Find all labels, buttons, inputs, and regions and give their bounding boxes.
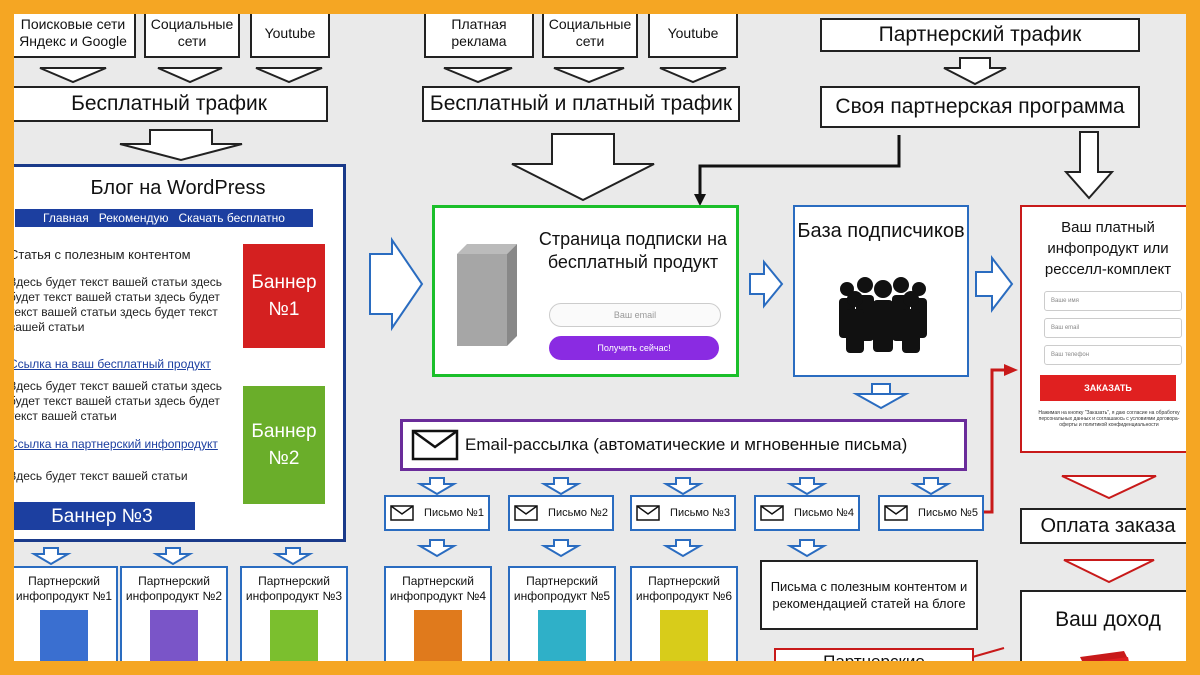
source-youtube-mid: Youtube xyxy=(648,14,738,58)
product-box-image xyxy=(457,244,517,346)
email-field[interactable]: Ваш email xyxy=(1044,318,1182,338)
link-free-product[interactable]: Ссылка на ваш бесплатный продукт xyxy=(14,357,211,371)
product-label: Партнерский инфопродукт №5 xyxy=(513,574,611,603)
source-youtube: Youtube xyxy=(250,14,330,58)
article-text-1: Здесь будет текст вашей статьи здесь буд… xyxy=(14,275,223,334)
right-arrow xyxy=(369,236,424,332)
down-arrow xyxy=(1063,131,1115,200)
article-text-3: Здесь будет текст вашей статьи xyxy=(14,469,188,483)
free-paid-traffic: Бесплатный и платный трафик xyxy=(422,86,740,122)
partner-product-4: Партнерский инфопродукт №4 xyxy=(384,566,492,661)
product-book-image xyxy=(150,610,198,661)
your-income: Ваш доход xyxy=(1020,590,1186,661)
letter-3-label: Письмо №3 xyxy=(670,507,730,519)
product-book-image xyxy=(660,610,708,661)
product-book-image xyxy=(414,610,462,661)
envelope-icon xyxy=(760,505,784,521)
blog-nav: Главная Рекомендую Скачать бесплатно xyxy=(15,209,313,227)
letter-5: Письмо №5 xyxy=(878,495,984,531)
nav-recommend[interactable]: Рекомендую xyxy=(98,211,169,225)
your-income-label: Ваш доход xyxy=(1055,608,1161,631)
link-partner-product[interactable]: Ссылка на партнерский инфопродукт xyxy=(14,437,218,451)
down-arrow xyxy=(39,67,107,84)
envelope-icon xyxy=(411,429,459,461)
partner-product-5: Партнерский инфопродукт №5 xyxy=(508,566,616,661)
letter-2-label: Письмо №2 xyxy=(548,507,608,519)
blog-panel: Блог на WordPress Главная Рекомендую Ска… xyxy=(14,164,346,542)
letter-4: Письмо №4 xyxy=(754,495,860,531)
down-arrow xyxy=(157,67,223,84)
product-label: Партнерский инфопродукт №4 xyxy=(389,574,487,603)
email-campaign-title: Email-рассылка (автоматические и мгновен… xyxy=(465,435,908,454)
down-arrow xyxy=(553,67,625,84)
source-social-mid: Социальные сети xyxy=(542,14,638,58)
get-now-button[interactable]: Получить сейчас! xyxy=(549,336,719,360)
partner-product-1: Партнерский инфопродукт №1 xyxy=(14,566,118,661)
paid-title: Ваш платный инфопродукт или ресселл-комп… xyxy=(1044,219,1172,278)
name-field[interactable]: Ваше имя xyxy=(1044,291,1182,311)
source-paid-ads: Платная реклама xyxy=(424,14,534,58)
partner-product-2: Партнерский инфопродукт №2 xyxy=(120,566,228,661)
envelope-icon xyxy=(636,505,660,521)
email-input[interactable]: Ваш email xyxy=(549,303,721,327)
partner-product-6: Партнерский инфопродукт №6 xyxy=(630,566,738,661)
big-down-arrow xyxy=(119,129,243,162)
banner-1[interactable]: Баннер №1 xyxy=(243,244,325,348)
down-arrow xyxy=(443,67,513,84)
order-button[interactable]: ЗАКАЗАТЬ xyxy=(1040,375,1176,401)
letter-1-label: Письмо №1 xyxy=(424,507,484,519)
subscribe-page: Страница подписки на бесплатный продукт … xyxy=(432,205,739,377)
nav-download[interactable]: Скачать бесплатно xyxy=(178,211,285,225)
phone-field[interactable]: Ваш телефон xyxy=(1044,345,1182,365)
base-title: База подписчиков xyxy=(797,220,965,242)
product-book-image xyxy=(538,610,586,661)
envelope-icon xyxy=(884,505,908,521)
product-label: Партнерский инфопродукт №6 xyxy=(635,574,733,603)
letter-2: Письмо №2 xyxy=(508,495,614,531)
product-label: Партнерский инфопродукт №1 xyxy=(15,574,113,603)
money-icon xyxy=(1080,651,1129,661)
banner-2[interactable]: Баннер №2 xyxy=(243,386,325,504)
right-arrow xyxy=(749,259,784,309)
right-arrow xyxy=(975,255,1014,313)
nav-home[interactable]: Главная xyxy=(43,211,89,225)
blog-title: Блог на WordPress xyxy=(90,177,266,199)
paid-product-page: Ваш платный инфопродукт или ресселл-комп… xyxy=(1020,205,1186,453)
legal-text: Нажимая на кнопку "Заказать", я даю согл… xyxy=(1038,410,1180,428)
own-partner-program: Своя партнерская программа xyxy=(820,86,1140,128)
letter-4-label: Письмо №4 xyxy=(794,507,854,519)
product-label: Партнерский инфопродукт №3 xyxy=(245,574,343,603)
envelope-icon xyxy=(514,505,538,521)
product-label: Партнерский инфопродукт №2 xyxy=(125,574,223,603)
order-payment: Оплата заказа xyxy=(1020,508,1186,544)
subscribers-base: База подписчиков xyxy=(793,205,969,377)
source-social: Социальные сети xyxy=(144,14,240,58)
arrows-layer xyxy=(30,57,1157,661)
free-traffic: Бесплатный трафик xyxy=(14,86,328,122)
envelope-icon xyxy=(390,505,414,521)
partner-bottom: Партнерские xyxy=(774,648,974,661)
diagram-canvas: Поисковые сети Яндекс и Google Социальны… xyxy=(14,14,1186,661)
email-campaign: Email-рассылка (автоматические и мгновен… xyxy=(400,419,967,471)
big-down-arrow xyxy=(511,133,655,202)
people-icon xyxy=(839,277,927,353)
banner-3[interactable]: Баннер №3 xyxy=(14,502,195,530)
partner-product-3: Партнерский инфопродукт №3 xyxy=(240,566,348,661)
product-book-image xyxy=(270,610,318,661)
letter-3: Письмо №3 xyxy=(630,495,736,531)
article-heading: Статья с полезным контентом xyxy=(14,247,191,262)
partner-traffic: Партнерский трафик xyxy=(820,18,1140,52)
product-book-image xyxy=(40,610,88,661)
source-search: Поисковые сети Яндекс и Google xyxy=(14,14,136,58)
letter-5-label: Письмо №5 xyxy=(918,507,978,519)
subscribe-title: Страница подписки на бесплатный продукт xyxy=(538,229,728,272)
article-text-2: Здесь будет текст вашей статьи здесь буд… xyxy=(14,379,223,423)
down-arrow xyxy=(943,57,1007,86)
down-arrow xyxy=(659,67,727,84)
useful-letters: Письма с полезным контентом и рекомендац… xyxy=(760,560,978,630)
down-arrow xyxy=(255,67,323,84)
letter-1: Письмо №1 xyxy=(384,495,490,531)
